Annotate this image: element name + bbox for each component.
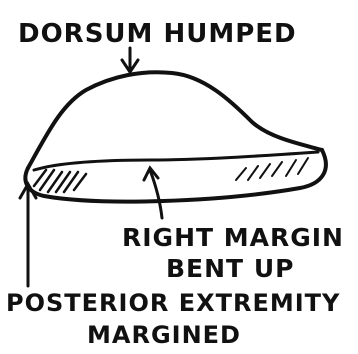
- right-margin-arrow: [144, 168, 162, 218]
- posterior-arrow: [20, 184, 36, 286]
- label-right-margin: RIGHT MARGIN: [122, 223, 344, 252]
- posterior-hatching: [34, 170, 86, 192]
- label-posterior-extremity: POSTERIOR EXTREMITY: [6, 289, 340, 317]
- label-margined: MARGINED: [87, 321, 241, 349]
- shell-margin-outline: [25, 150, 325, 202]
- dorsum-arrow: [122, 48, 138, 72]
- shell-inner-rim: [34, 152, 318, 170]
- label-bent-up: BENT UP: [166, 254, 294, 283]
- right-margin-hatching: [236, 158, 308, 180]
- label-dorsum-humped: DORSUM HUMPED: [18, 19, 297, 49]
